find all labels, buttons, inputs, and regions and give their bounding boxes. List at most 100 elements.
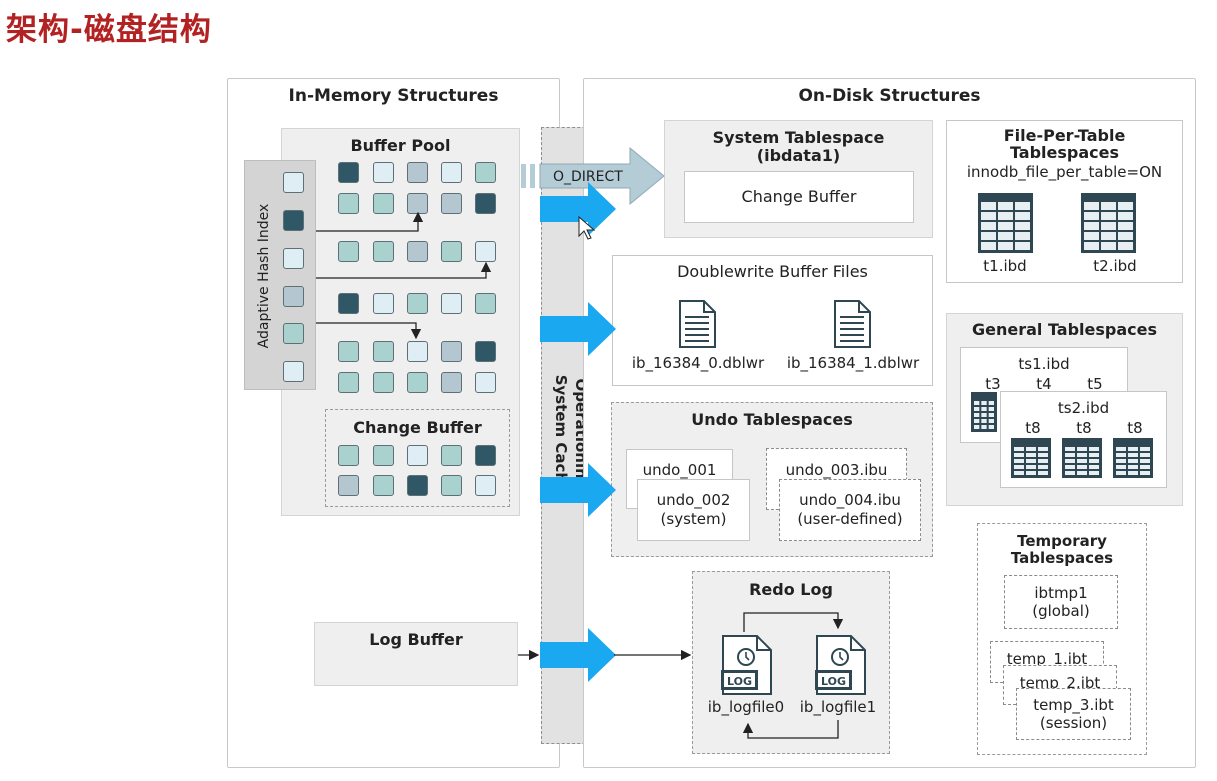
buffer-page (407, 162, 428, 183)
hash-pointer-3 (316, 322, 422, 340)
log-buffer (314, 622, 518, 686)
blue-arrow-system (540, 182, 616, 236)
buffer-page (338, 241, 359, 262)
buffer-page (338, 341, 359, 362)
dblwr-doc-icon-0 (679, 300, 716, 348)
hash-cell (283, 361, 304, 382)
redo-log-icon-0: LOG (721, 635, 772, 695)
table-icon-t2 (1081, 193, 1136, 253)
ibtmp1-box (1004, 575, 1118, 629)
table-icon-t8-b (1062, 438, 1102, 478)
o-direct-arrow (521, 146, 665, 206)
ts2-t8-c: t8 (1127, 419, 1143, 437)
buffer-page (373, 162, 394, 183)
in-memory-header: In-Memory Structures (288, 86, 499, 106)
ibtmp1-sub: (global) (1032, 602, 1090, 620)
undo-002-label: undo_002 (656, 491, 731, 509)
hash-pointer-2 (316, 261, 492, 279)
on-disk-header: On-Disk Structures (798, 86, 981, 106)
system-tablespace-title: System Tablespace (712, 128, 885, 147)
change-buffer-page (475, 475, 496, 496)
system-change-buffer (684, 171, 914, 223)
redo-log-title: Redo Log (749, 580, 833, 599)
buffer-page (441, 341, 462, 362)
dblwr-doc-icon-1 (834, 300, 871, 348)
ts1-t4: t4 (1036, 375, 1052, 393)
doublewrite-buffer (612, 255, 933, 386)
file-per-table-title2: Tablespaces (1009, 143, 1120, 162)
file-t1-label: t1.ibd (983, 257, 1027, 275)
table-icon-t3 (971, 392, 997, 432)
log-buffer-title: Log Buffer (369, 630, 463, 649)
doublewrite-title: Doublewrite Buffer Files (677, 262, 868, 281)
redo-file-1: ib_logfile1 (799, 698, 877, 716)
buffer-page (373, 193, 394, 214)
ibtmp1-label: ibtmp1 (1034, 584, 1088, 602)
change-buffer-page (441, 445, 462, 466)
change-buffer-page (475, 445, 496, 466)
table-icon-t1 (978, 193, 1033, 253)
buffer-page (441, 193, 462, 214)
ts2-t8-b: t8 (1076, 419, 1092, 437)
blue-arrow-redo (540, 628, 616, 682)
change-buffer-page (338, 475, 359, 496)
ts2-t8-a: t8 (1025, 419, 1041, 437)
table-icon-t8-c (1113, 438, 1153, 478)
hash-cell (283, 286, 304, 307)
hash-pointer-1 (316, 211, 424, 232)
ts1-t3: t3 (985, 375, 1001, 393)
buffer-page (373, 241, 394, 262)
o-direct-label: O_DIRECT (553, 169, 623, 185)
undo-002-sub: (system) (660, 510, 727, 528)
general-tablespaces-title: General Tablespaces (971, 320, 1158, 339)
ts2-label: ts2.ibd (1057, 399, 1110, 417)
ts1-t5: t5 (1087, 375, 1103, 393)
redo-file-0: ib_logfile0 (707, 698, 785, 716)
table-icon-t8-a (1011, 438, 1051, 478)
mouse-cursor-icon (578, 215, 596, 240)
buffer-page (475, 241, 496, 262)
change-buffer-page (373, 445, 394, 466)
hash-cell (283, 248, 304, 269)
change-buffer-page (338, 445, 359, 466)
undo-004-sub: (user-defined) (797, 510, 903, 528)
undo-003-label: undo_003.ibu (785, 461, 888, 479)
temporary-title2: Tablespaces (1010, 549, 1114, 567)
buffer-page (475, 193, 496, 214)
system-tablespace-subtitle: (ibdata1) (756, 146, 841, 165)
blue-arrows (540, 182, 616, 682)
buffer-page (338, 162, 359, 183)
redo-log-badge-1: LOG (821, 675, 846, 688)
adaptive-hash-index (244, 160, 316, 390)
buffer-page (475, 341, 496, 362)
buffer-page (475, 372, 496, 393)
hash-connectors (316, 211, 492, 340)
buffer-page (441, 293, 462, 314)
buffer-page (407, 341, 428, 362)
system-change-buffer-label: Change Buffer (741, 187, 857, 206)
change-buffer-page (407, 445, 428, 466)
undo-001-label: undo_001 (642, 461, 717, 479)
dblwr-file-1: ib_16384_1.dblwr (786, 354, 920, 372)
buffer-page (441, 372, 462, 393)
temp3-label: temp_3.ibt (1033, 696, 1114, 714)
buffer-page (338, 372, 359, 393)
blue-arrow-undo (540, 463, 616, 517)
temporary-tablespaces (977, 523, 1147, 755)
temp2-label: temp_2.ibt (1019, 674, 1101, 692)
in-memory-change-buffer-title: Change Buffer (353, 418, 482, 437)
buffer-page (475, 162, 496, 183)
buffer-page (407, 372, 428, 393)
undo-004-box (779, 479, 921, 541)
dblwr-file-0: ib_16384_0.dblwr (631, 354, 765, 372)
buffer-page (441, 241, 462, 262)
buffer-page (407, 293, 428, 314)
temp3-sub: (session) (1039, 714, 1108, 732)
redo-log-badge-0: LOG (727, 675, 752, 688)
file-per-table-title1: File-Per-Table (1003, 126, 1126, 145)
undo-002-box (637, 479, 750, 541)
buffer-page (338, 193, 359, 214)
redo-cycle-top (743, 612, 844, 632)
buffer-page (407, 241, 428, 262)
